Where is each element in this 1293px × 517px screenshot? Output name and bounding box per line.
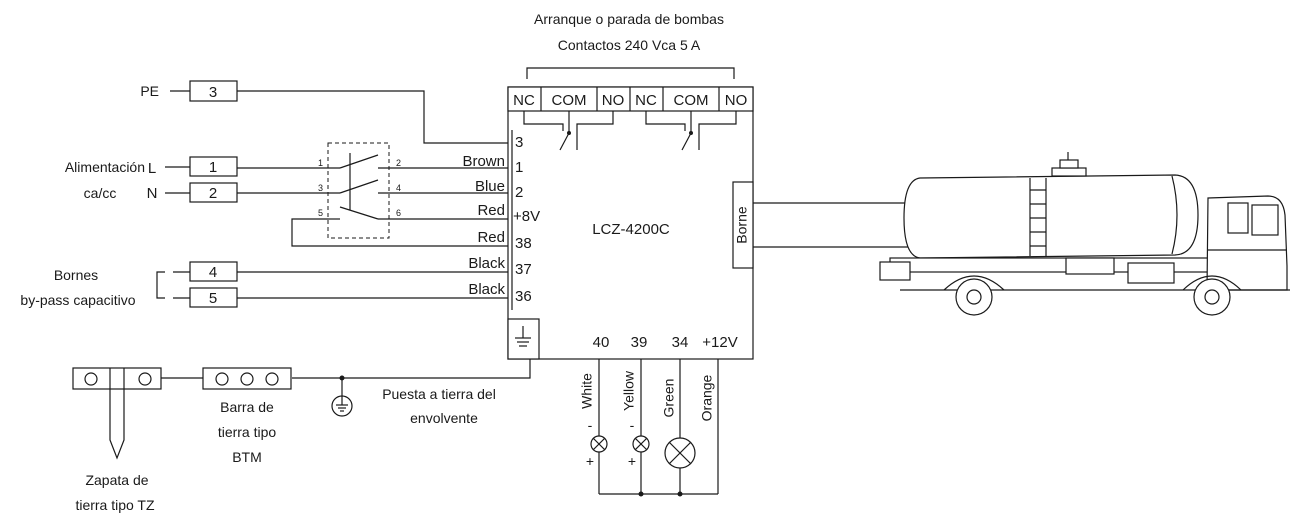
wire-yellow: Yellow [621, 370, 637, 411]
wire-red-1: Red [477, 202, 505, 219]
wire-pe [237, 90, 508, 144]
terminal-block-2-label: 2 [209, 185, 217, 202]
zapata-tz [72, 367, 162, 390]
terminal-block-1-label: 1 [209, 159, 217, 176]
lamp-white-plus: + [586, 453, 594, 469]
zapata-label-1: Zapata de [85, 472, 148, 488]
power-switch-box [327, 142, 390, 239]
alimentacion-label: Alimentación [65, 159, 145, 175]
switch-pin-6: 6 [396, 208, 401, 218]
terminal-36: 36 [515, 288, 532, 305]
lamp-white-icon [590, 435, 608, 453]
terminal-38: 38 [515, 235, 532, 252]
borne-box [732, 181, 754, 269]
terminal-34: 34 [672, 334, 689, 351]
terminal-3: 3 [515, 134, 523, 151]
relay-terminal-no-1: NO [602, 92, 625, 109]
lamp-white-minus: - [588, 417, 593, 433]
switch-pin-2: 2 [396, 158, 401, 168]
lamp-green-icon [664, 437, 696, 469]
terminal-8v: +8V [513, 208, 540, 225]
terminal-block-4-label: 4 [209, 264, 217, 281]
relay-terminal-nc-1: NC [513, 92, 535, 109]
terminal-40: 40 [593, 334, 610, 351]
barra-label-3: BTM [232, 449, 262, 465]
wire-brown: Brown [462, 153, 505, 170]
relay-terminal-strip [507, 86, 754, 112]
relay-terminal-no-2: NO [725, 92, 748, 109]
tanker-truck-icon [879, 152, 1290, 316]
wire-blue: Blue [475, 178, 505, 195]
relay-contact-2 [645, 111, 737, 151]
wire-green: Green [661, 379, 677, 418]
terminal-12v: +12V [702, 334, 737, 351]
relay-terminal-nc-2: NC [635, 92, 657, 109]
wire-red-2: Red [477, 229, 505, 246]
earth-ground-icon [331, 395, 353, 417]
lamp-yellow-plus: + [628, 453, 636, 469]
barra-label-2: tierra tipo [218, 424, 277, 440]
terminal-block-5-label: 5 [209, 290, 217, 307]
tierra-envolvente-1: Puesta a tierra del [382, 386, 496, 402]
switch-pin-3: 3 [318, 183, 323, 193]
tierra-envolvente-2: envolvente [410, 410, 478, 426]
borne-label: Borne [734, 206, 750, 244]
wire-black-1: Black [468, 255, 505, 272]
relay-header-line1: Arranque o parada de bombas [534, 11, 724, 27]
relay-terminal-com-1: COM [552, 92, 587, 109]
pe-label: PE [140, 83, 159, 99]
bypass-bracket [156, 271, 165, 299]
terminal-39: 39 [631, 334, 648, 351]
zapata-label-2: tierra tipo TZ [75, 497, 155, 513]
terminal-block-3-label: 3 [209, 84, 217, 101]
terminal-2: 2 [515, 184, 523, 201]
controller-box [507, 86, 754, 360]
relay-contact-1 [523, 111, 614, 151]
ground-symbol-icon [515, 326, 531, 347]
relay-header-line2: Contactos 240 Vca 5 A [558, 37, 701, 53]
lamp-wiring [598, 359, 719, 497]
switch-pin-1: 1 [318, 158, 323, 168]
wire-black-2: Black [468, 281, 505, 298]
ground-terminal [507, 318, 540, 360]
bypass-label: by-pass capacitivo [20, 292, 135, 308]
switch-pin-5: 5 [318, 208, 323, 218]
ca-cc-label: ca/cc [84, 185, 117, 201]
switch-contacts [237, 153, 508, 220]
wire-red-38 [291, 218, 508, 247]
relay-header-bracket [526, 67, 735, 79]
lamp-yellow-minus: - [630, 417, 635, 433]
line-n-label: N [147, 185, 158, 202]
zapata-spike [109, 389, 125, 460]
barra-label-1: Barra de [220, 399, 274, 415]
line-l-label: L [148, 160, 156, 177]
lamp-yellow-icon [632, 435, 650, 453]
bornes-label: Bornes [54, 267, 98, 283]
controller-model: LCZ-4200C [592, 221, 670, 238]
relay-terminal-com-2: COM [674, 92, 709, 109]
terminal-1: 1 [515, 159, 523, 176]
wire-orange: Orange [699, 374, 715, 421]
wire-ground [292, 359, 531, 379]
terminal-37: 37 [515, 261, 532, 278]
wire-white: White [579, 373, 595, 409]
switch-pin-4: 4 [396, 183, 401, 193]
